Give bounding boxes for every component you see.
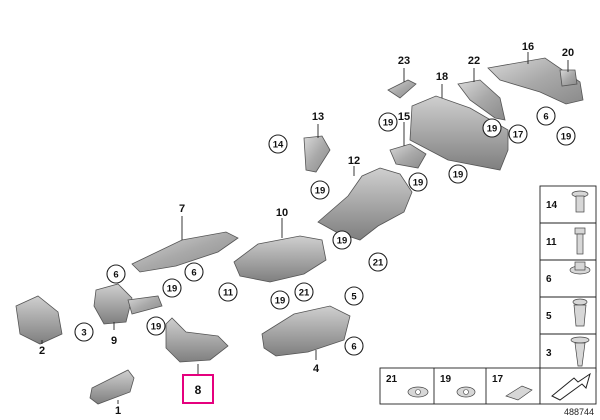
- callout-5-a: 5: [351, 292, 357, 303]
- callout-19-f: 19: [315, 186, 326, 197]
- callout-22: 22: [468, 55, 480, 67]
- direction-arrow-icon: [551, 372, 591, 401]
- callout-19-e: 19: [413, 178, 424, 189]
- callout-19-c: 19: [561, 132, 572, 143]
- part-16-heat-shield[interactable]: [487, 57, 584, 105]
- reference-number: 488744: [564, 407, 594, 417]
- legend-item-5: 5: [546, 311, 552, 322]
- part-15-plate[interactable]: [389, 143, 427, 169]
- callout-3: 3: [81, 328, 86, 339]
- callout-21-b: 21: [299, 288, 310, 299]
- callout-7: 7: [179, 203, 185, 215]
- part-2-bracket[interactable]: [15, 295, 63, 345]
- speed-nut-icon: [456, 386, 476, 398]
- callout-2: 2: [39, 345, 45, 357]
- clip-icon: [571, 190, 589, 213]
- part-13-bracket[interactable]: [303, 135, 331, 173]
- callout-17: 17: [513, 130, 524, 141]
- callout-1: 1: [115, 405, 121, 417]
- callout-9: 9: [111, 335, 117, 347]
- legend-item-3: 3: [546, 348, 552, 359]
- part-7-shield[interactable]: [131, 231, 239, 273]
- part-9-bracket[interactable]: [93, 283, 133, 325]
- callout-19-h: 19: [167, 284, 178, 295]
- callout-6-c: 6: [191, 268, 196, 279]
- callout-16: 16: [522, 41, 534, 53]
- part-8-shield[interactable]: [165, 317, 229, 363]
- part-1-shield[interactable]: [89, 369, 135, 405]
- fastener-legend: 14 11 6 5 3: [539, 185, 597, 373]
- callout-10: 10: [276, 207, 288, 219]
- legend-item-19: 19: [440, 374, 452, 385]
- legend-item-17: 17: [492, 374, 504, 385]
- legend-item-6: 6: [546, 274, 552, 285]
- callout-14: 14: [273, 140, 284, 151]
- push-rivet-icon: [570, 336, 590, 367]
- callout-4: 4: [313, 363, 320, 375]
- bottom-legend: 21 19 17: [379, 367, 597, 405]
- callout-20: 20: [562, 47, 574, 59]
- callout-19-g: 19: [337, 236, 348, 247]
- callout-19-a: 19: [383, 118, 394, 129]
- plain-callouts: 16 20 22 23 18 13 15 12 7 10 9 2 4 1: [39, 41, 574, 417]
- leader-lines: [41, 52, 569, 404]
- part-20-bracket[interactable]: [559, 69, 578, 87]
- callout-19-i: 19: [275, 296, 286, 307]
- expansion-clip-icon: [572, 298, 588, 327]
- legend-item-21: 21: [386, 374, 398, 385]
- callout-6-d: 6: [351, 342, 356, 353]
- part-9-strut[interactable]: [127, 295, 163, 315]
- callout-19-d: 19: [453, 170, 464, 181]
- callout-12: 12: [348, 155, 360, 167]
- callout-6-b: 6: [113, 270, 118, 281]
- callout-19-b: 19: [487, 124, 498, 135]
- callout-23: 23: [398, 55, 410, 67]
- part-23-bracket[interactable]: [387, 79, 417, 99]
- legend-item-11: 11: [546, 237, 557, 248]
- callout-11: 11: [223, 288, 234, 299]
- circled-callouts: 19 19 19 19 19 19 19 19 19 19 21 21 6 6 …: [74, 106, 576, 356]
- part-18-tunnel-shield[interactable]: [409, 95, 509, 171]
- highlighted-part-8[interactable]: 8: [182, 374, 214, 404]
- legend-item-14: 14: [546, 200, 558, 211]
- callout-15: 15: [398, 111, 410, 123]
- callout-19-j: 19: [151, 322, 162, 333]
- callout-21-a: 21: [373, 258, 384, 269]
- nut-icon: [569, 261, 591, 275]
- part-12-shield[interactable]: [317, 167, 413, 241]
- part-4-shield[interactable]: [261, 305, 351, 357]
- callout-18: 18: [436, 71, 448, 83]
- part-10-shield[interactable]: [233, 235, 327, 283]
- callout-13: 13: [312, 111, 324, 123]
- part-22-shield[interactable]: [457, 79, 506, 121]
- bolt-icon: [574, 227, 586, 255]
- callout-6-a: 6: [543, 112, 548, 123]
- flange-nut-icon: [407, 386, 429, 398]
- sheet-clip-icon: [505, 385, 533, 401]
- callout-8: 8: [195, 383, 202, 397]
